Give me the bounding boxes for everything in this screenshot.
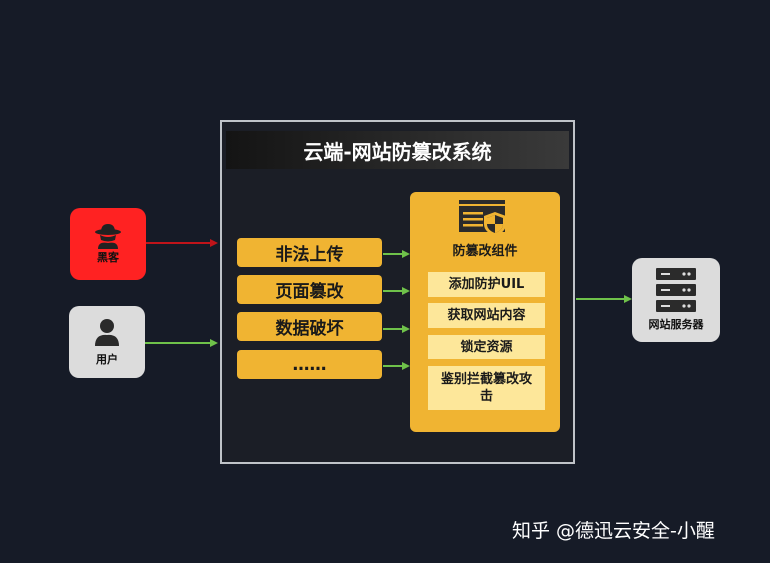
component-step: 锁定资源 (428, 335, 545, 359)
component-label: 防篡改组件 (452, 244, 518, 259)
arrow-head (402, 325, 410, 333)
user-icon (95, 319, 119, 346)
threat-item: …… (237, 350, 382, 379)
user-node: 用户 (69, 306, 145, 378)
hacker-node: 黑客 (70, 208, 146, 280)
arrow-head (210, 239, 218, 247)
threat-item: 数据破坏 (237, 312, 382, 341)
server-label: 网站服务器 (648, 318, 704, 331)
server-arrow (576, 298, 624, 300)
user-label: 用户 (96, 353, 118, 366)
arrow-head (402, 250, 410, 258)
arrow-head (402, 287, 410, 295)
hacker-icon (95, 224, 121, 249)
system-title: 云端-网站防篡改系统 (226, 131, 569, 169)
threat-arrow (383, 328, 402, 330)
web-shield-icon (459, 200, 506, 236)
threat-item: 页面篡改 (237, 275, 382, 304)
arrow-head (210, 339, 218, 347)
arrow-head (402, 362, 410, 370)
component-step: 获取网站内容 (428, 303, 545, 328)
server-node: 网站服务器 (632, 258, 720, 342)
threat-arrow (383, 365, 402, 367)
hacker-label: 黑客 (97, 251, 119, 264)
component-step: 添加防护UIL (428, 272, 545, 297)
arrow-head (624, 295, 632, 303)
threat-item: 非法上传 (237, 238, 382, 267)
hacker-arrow (146, 242, 210, 244)
threat-arrow (383, 253, 402, 255)
user-arrow (145, 342, 210, 344)
server-icon (656, 268, 696, 312)
threat-arrow (383, 290, 402, 292)
watermark: 知乎 @德迅云安全-小醒 (512, 520, 715, 542)
component-step: 鉴别拦截篡改攻击 (428, 366, 545, 410)
